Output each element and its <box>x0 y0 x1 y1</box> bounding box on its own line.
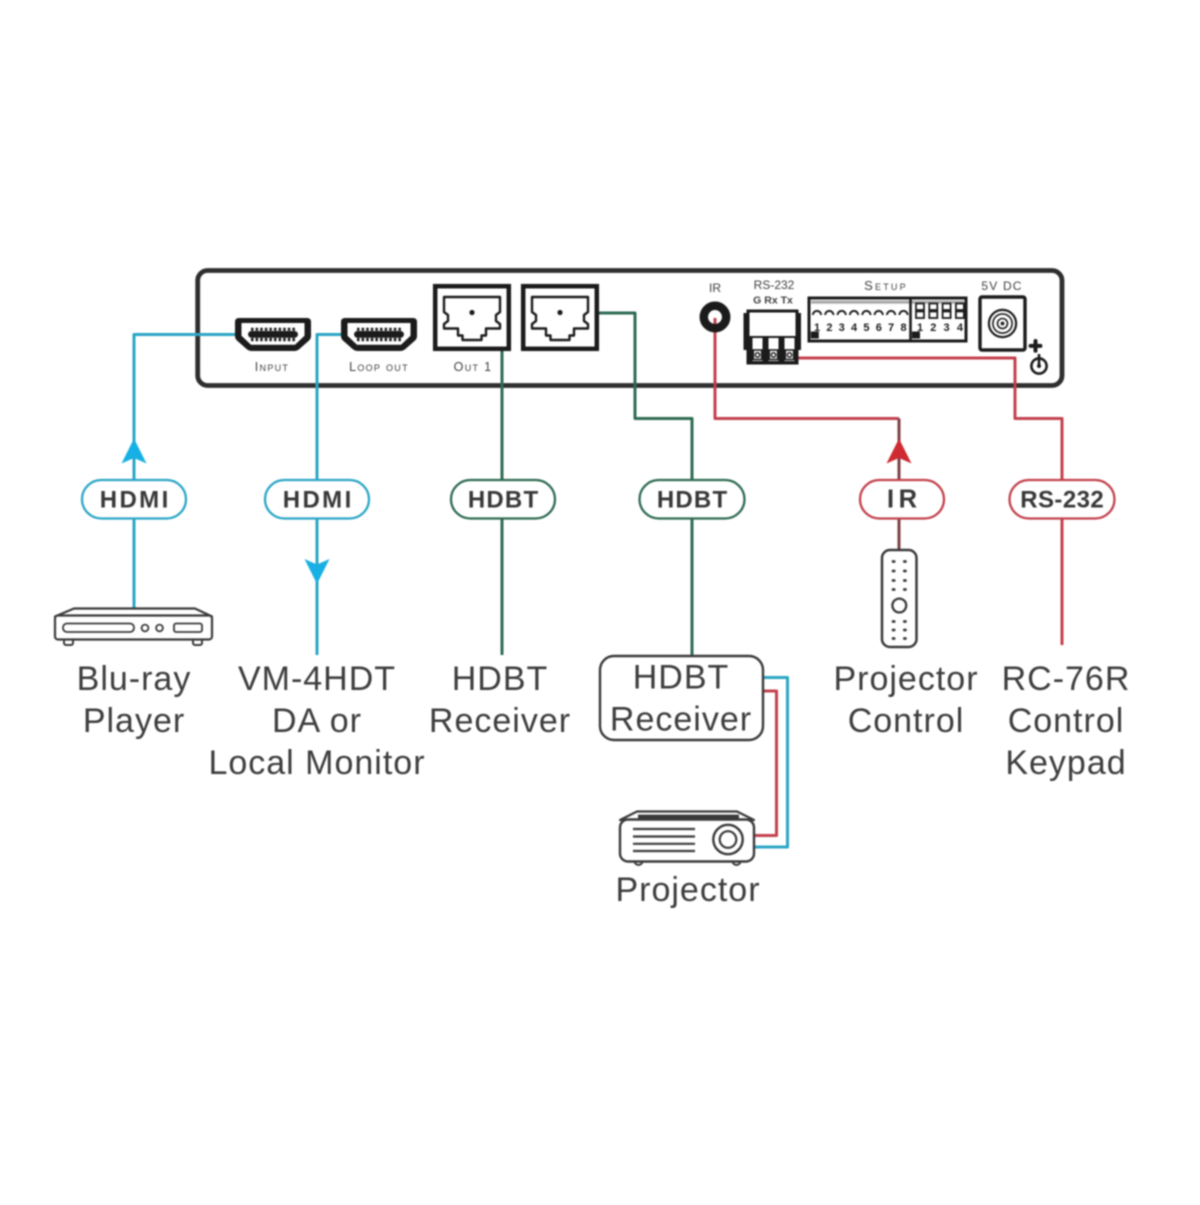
svg-text:Blu-ray: Blu-ray <box>77 660 192 698</box>
svg-text:6: 6 <box>876 322 882 334</box>
svg-text:2: 2 <box>930 322 936 334</box>
svg-text:HDBT: HDBT <box>633 659 730 697</box>
svg-text:RS-232: RS-232 <box>1020 487 1104 514</box>
svg-text:Control: Control <box>1008 702 1125 740</box>
svg-text:4: 4 <box>957 322 964 334</box>
svg-text:HDBT: HDBT <box>452 660 549 698</box>
svg-text:Input: Input <box>255 360 289 374</box>
svg-text:Local Monitor: Local Monitor <box>208 744 425 782</box>
svg-text:HDBT: HDBT <box>468 487 539 514</box>
svg-text:7: 7 <box>888 322 894 334</box>
svg-text:Out 1: Out 1 <box>454 360 493 374</box>
svg-text:Loop out: Loop out <box>349 360 409 374</box>
svg-text:5: 5 <box>863 322 869 334</box>
svg-text:Receiver: Receiver <box>429 702 571 740</box>
svg-text:Player: Player <box>83 702 185 740</box>
svg-text:DA or: DA or <box>272 702 362 740</box>
svg-text:RS-232: RS-232 <box>754 278 795 292</box>
svg-text:IR: IR <box>887 486 922 514</box>
svg-text:HDMI: HDMI <box>100 487 171 514</box>
svg-text:1: 1 <box>917 322 923 334</box>
svg-text:3: 3 <box>944 322 950 334</box>
svg-text:Keypad: Keypad <box>1005 744 1126 782</box>
svg-text:3: 3 <box>839 322 845 334</box>
svg-text:5V DC: 5V DC <box>981 279 1022 293</box>
svg-text:G Rx Tx: G Rx Tx <box>753 295 793 307</box>
svg-text:HDMI: HDMI <box>283 487 354 514</box>
svg-text:8: 8 <box>900 322 906 334</box>
svg-text:IR: IR <box>709 281 721 295</box>
svg-text:4: 4 <box>851 322 858 334</box>
svg-text:Receiver: Receiver <box>610 701 752 739</box>
svg-text:RC-76R: RC-76R <box>1002 660 1131 698</box>
svg-text:1: 1 <box>814 322 820 334</box>
svg-text:Projector: Projector <box>833 660 978 698</box>
svg-text:VM-4HDT: VM-4HDT <box>238 660 396 698</box>
svg-text:HDBT: HDBT <box>657 487 728 514</box>
svg-text:Control: Control <box>848 702 965 740</box>
svg-text:Setup: Setup <box>864 278 908 293</box>
svg-text:Projector: Projector <box>615 871 760 909</box>
svg-text:2: 2 <box>826 322 832 334</box>
